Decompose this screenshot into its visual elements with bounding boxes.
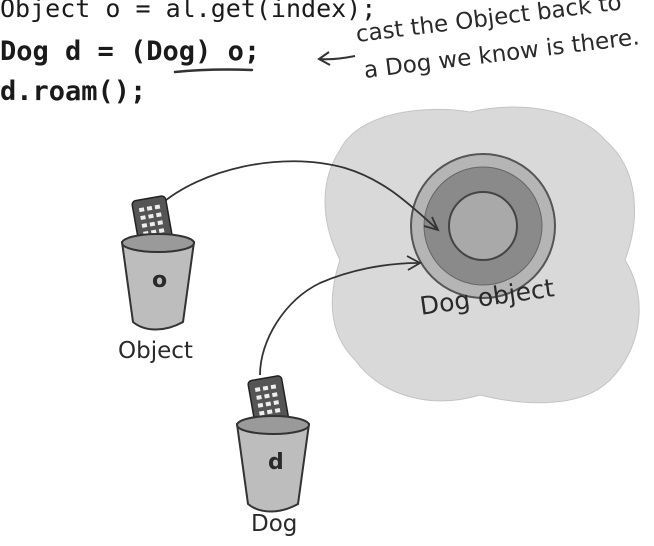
code-line-get: Object o = al.get(index);	[0, 0, 377, 23]
cup-rim	[121, 233, 195, 253]
cast-underline	[173, 68, 254, 74]
annotation-arrow	[319, 55, 356, 61]
annotation-arrowhead	[317, 51, 331, 66]
variable-d-letter: d	[268, 450, 284, 475]
reference-variable-o	[120, 195, 196, 331]
reference-arrow-o	[159, 160, 437, 229]
reference-arrow-d	[259, 262, 419, 376]
variable-d-type-label: Dog	[251, 511, 298, 537]
variable-o-type-label: Object	[118, 338, 193, 364]
dog-object-core	[448, 191, 518, 261]
code-line-cast: Dog d = (Dog) o;	[0, 36, 261, 67]
code-line-roam: d.roam();	[0, 76, 147, 107]
reference-arrow-d-head	[406, 255, 422, 271]
reference-arrow-o-head	[423, 216, 440, 232]
reference-variable-d	[235, 375, 311, 513]
variable-o-letter: o	[152, 268, 168, 293]
cup-rim	[236, 415, 310, 435]
